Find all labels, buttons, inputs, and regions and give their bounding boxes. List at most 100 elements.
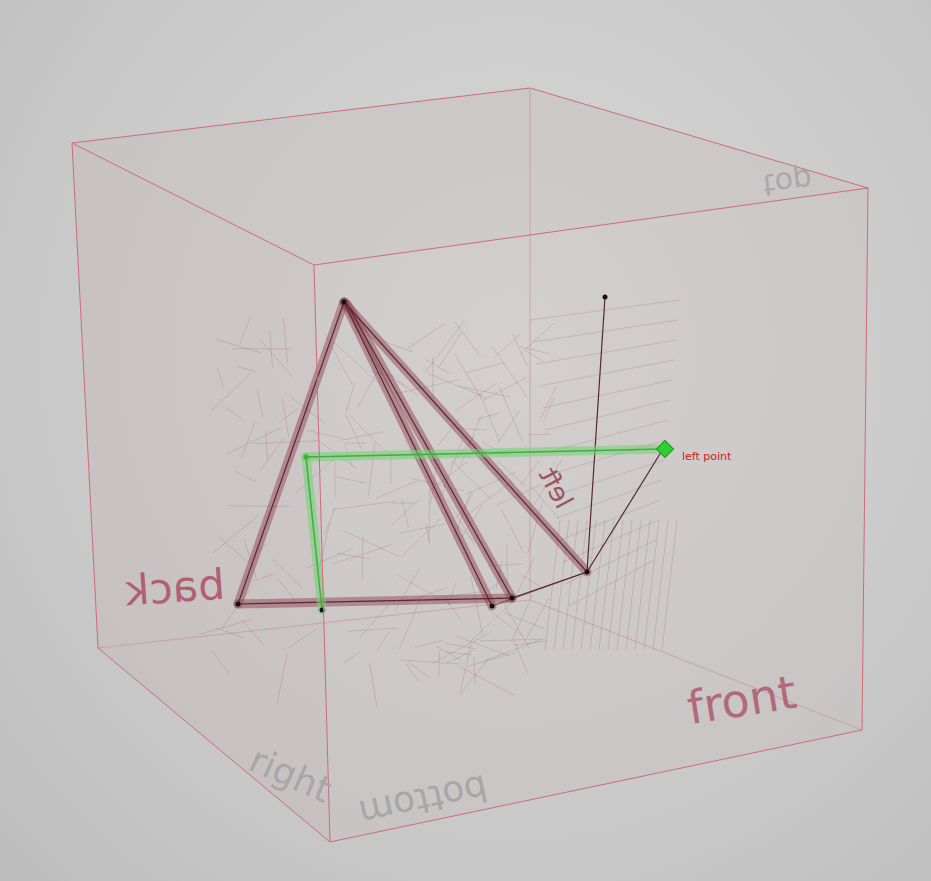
texture-stroke xyxy=(521,460,540,485)
back-face xyxy=(72,143,330,842)
texture-stroke xyxy=(514,641,546,645)
texture-stroke xyxy=(662,520,677,650)
texture-stroke xyxy=(324,507,335,536)
texture-stroke xyxy=(426,524,430,545)
texture-stroke xyxy=(545,400,670,430)
point-label: left point xyxy=(682,451,731,462)
texture-stroke xyxy=(465,362,506,373)
texture-stroke xyxy=(307,430,343,438)
texture-stroke xyxy=(590,520,605,650)
texture-stroke xyxy=(211,650,229,673)
texture-stroke xyxy=(272,559,301,587)
texture-stroke xyxy=(376,481,418,499)
texture-stroke xyxy=(459,386,511,397)
texture-stroke xyxy=(528,434,550,435)
texture-stroke xyxy=(336,477,366,483)
texture-stroke xyxy=(288,629,317,648)
texture-stroke xyxy=(357,371,378,409)
cube-faces xyxy=(72,88,868,842)
cube-edges xyxy=(72,88,868,842)
texture-stroke xyxy=(233,348,291,349)
texture-stroke xyxy=(392,500,418,525)
texture-stroke xyxy=(401,519,441,558)
texture-stroke xyxy=(215,339,261,353)
texture-stroke xyxy=(362,536,364,580)
texture-stroke xyxy=(266,431,268,461)
texture-stroke xyxy=(539,360,674,386)
texture-stroke xyxy=(455,321,481,357)
texture-stroke xyxy=(522,575,544,588)
texture-stroke xyxy=(520,347,551,355)
texture-stroke xyxy=(240,316,251,344)
texture-stroke xyxy=(400,524,445,533)
texture-stroke xyxy=(406,664,418,681)
triangle-figure xyxy=(236,295,674,613)
texture-stroke xyxy=(467,652,516,666)
texture-stroke xyxy=(455,354,481,399)
texture-stroke xyxy=(467,601,514,644)
texture-stroke xyxy=(217,536,252,566)
texture-stroke xyxy=(253,441,318,444)
texture-stroke xyxy=(502,510,524,553)
texture-stroke xyxy=(480,393,500,441)
texture-stroke xyxy=(241,422,255,459)
texture-stroke xyxy=(456,636,509,655)
texture-stroke xyxy=(227,428,281,454)
texture-stroke xyxy=(368,442,374,495)
face-label: top xyxy=(762,164,814,200)
texture-stroke xyxy=(460,644,471,691)
texture-stroke xyxy=(432,633,489,663)
texture-stroke xyxy=(337,553,369,558)
selected-point xyxy=(657,441,674,458)
texture-stroke xyxy=(519,323,553,355)
texture-stroke xyxy=(426,360,450,374)
hidden-edges xyxy=(98,88,862,730)
texture-stroke xyxy=(346,443,366,444)
texture-stroke xyxy=(212,373,251,410)
texture-stroke xyxy=(334,455,335,497)
texture-stroke xyxy=(526,350,544,362)
texture-stroke xyxy=(581,520,596,650)
texture-stroke xyxy=(608,520,623,650)
texture-stroke xyxy=(296,459,334,492)
texture-strokes xyxy=(198,300,680,707)
texture-stroke xyxy=(235,471,256,482)
texture-stroke xyxy=(376,631,390,652)
texture-stroke xyxy=(459,667,514,695)
texture-stroke xyxy=(229,505,290,507)
texture-stroke xyxy=(409,663,430,678)
texture-stroke xyxy=(407,323,446,349)
texture-stroke xyxy=(277,654,287,704)
texture-stroke xyxy=(428,490,430,541)
texture-stroke xyxy=(539,386,556,421)
texture-stroke xyxy=(617,520,632,650)
texture-stroke xyxy=(497,411,519,444)
texture-stroke xyxy=(369,662,376,706)
texture-stroke xyxy=(242,620,264,646)
texture-stroke xyxy=(213,516,258,553)
texture-stroke xyxy=(270,331,273,368)
texture-stroke xyxy=(217,368,224,388)
texture-stroke xyxy=(455,383,497,411)
texture-stroke xyxy=(526,598,548,638)
texture-stroke xyxy=(343,531,399,557)
texture-stroke xyxy=(494,335,520,358)
texture-stroke xyxy=(225,407,242,419)
texture-stroke xyxy=(345,651,361,663)
texture-stroke xyxy=(436,646,461,661)
texture-stroke xyxy=(237,366,257,371)
texture-stroke xyxy=(282,398,289,437)
texture-stroke xyxy=(474,656,476,684)
texture-stroke xyxy=(339,432,383,441)
texture-stroke xyxy=(346,383,354,412)
texture-stroke xyxy=(283,318,287,363)
texture-stroke xyxy=(572,520,587,650)
texture-stroke xyxy=(278,408,298,423)
texture-stroke xyxy=(563,520,578,650)
texture-stroke xyxy=(257,389,263,417)
texture-stroke xyxy=(533,320,678,342)
texture-stroke xyxy=(333,501,396,510)
texture-stroke xyxy=(360,605,388,637)
face-label: back xyxy=(124,564,226,613)
